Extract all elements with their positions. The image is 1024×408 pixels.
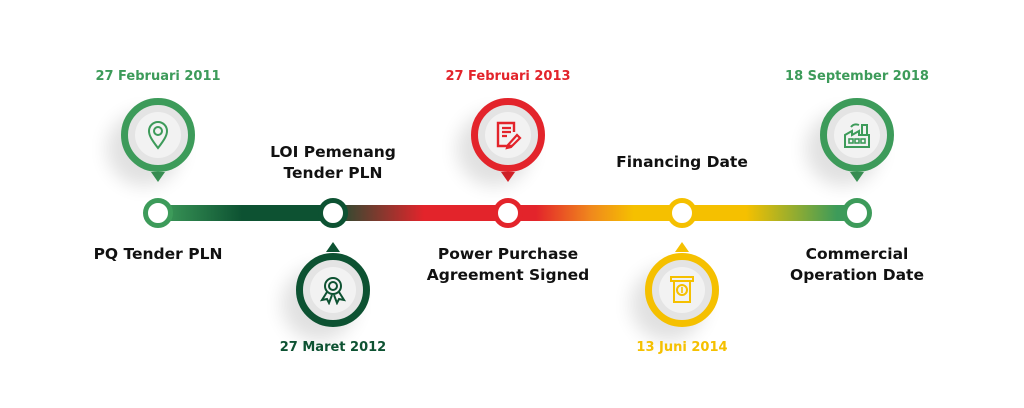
pin-pointer: [675, 242, 689, 252]
location-pin-icon: [135, 112, 181, 158]
atm-money-icon: [659, 267, 705, 313]
milestone-title-line: Agreement Signed: [426, 266, 590, 284]
pin-pointer: [850, 172, 864, 182]
milestone-pin: [645, 253, 719, 327]
milestone-title-line: PQ Tender PLN: [93, 245, 223, 263]
milestone-pin: [820, 98, 894, 172]
timeline-node: [667, 198, 697, 228]
milestone-title-line: Power Purchase: [437, 245, 579, 263]
pin-pointer: [326, 242, 340, 252]
milestone-title-line: Operation Date: [790, 266, 924, 284]
contract-pen-icon: [485, 112, 531, 158]
milestone-pin: [471, 98, 545, 172]
milestone-title: PQ Tender PLN: [38, 244, 278, 265]
milestone-date: 13 Juni 2014: [636, 340, 728, 355]
pin-pointer: [501, 172, 515, 182]
milestone-pin: [121, 98, 195, 172]
milestone-date: 27 Februari 2011: [95, 69, 221, 84]
milestone-date: 18 September 2018: [785, 69, 929, 84]
milestone-title: Financing Date: [562, 152, 802, 173]
milestone-title-line: Financing Date: [616, 153, 748, 171]
timeline-node: [842, 198, 872, 228]
timeline-node: [493, 198, 523, 228]
pin-pointer: [151, 172, 165, 182]
factory-icon: [834, 112, 880, 158]
milestone-title-line: Tender PLN: [283, 164, 383, 182]
milestone-title-line: Commercial: [805, 245, 909, 263]
timeline-node: [318, 198, 348, 228]
award-ribbon-icon: [310, 267, 356, 313]
milestone-date: 27 Februari 2013: [445, 69, 571, 84]
timeline-node: [143, 198, 173, 228]
milestone-pin: [296, 253, 370, 327]
milestone-date: 27 Maret 2012: [279, 340, 387, 355]
milestone-title-line: LOI Pemenang: [270, 143, 396, 161]
